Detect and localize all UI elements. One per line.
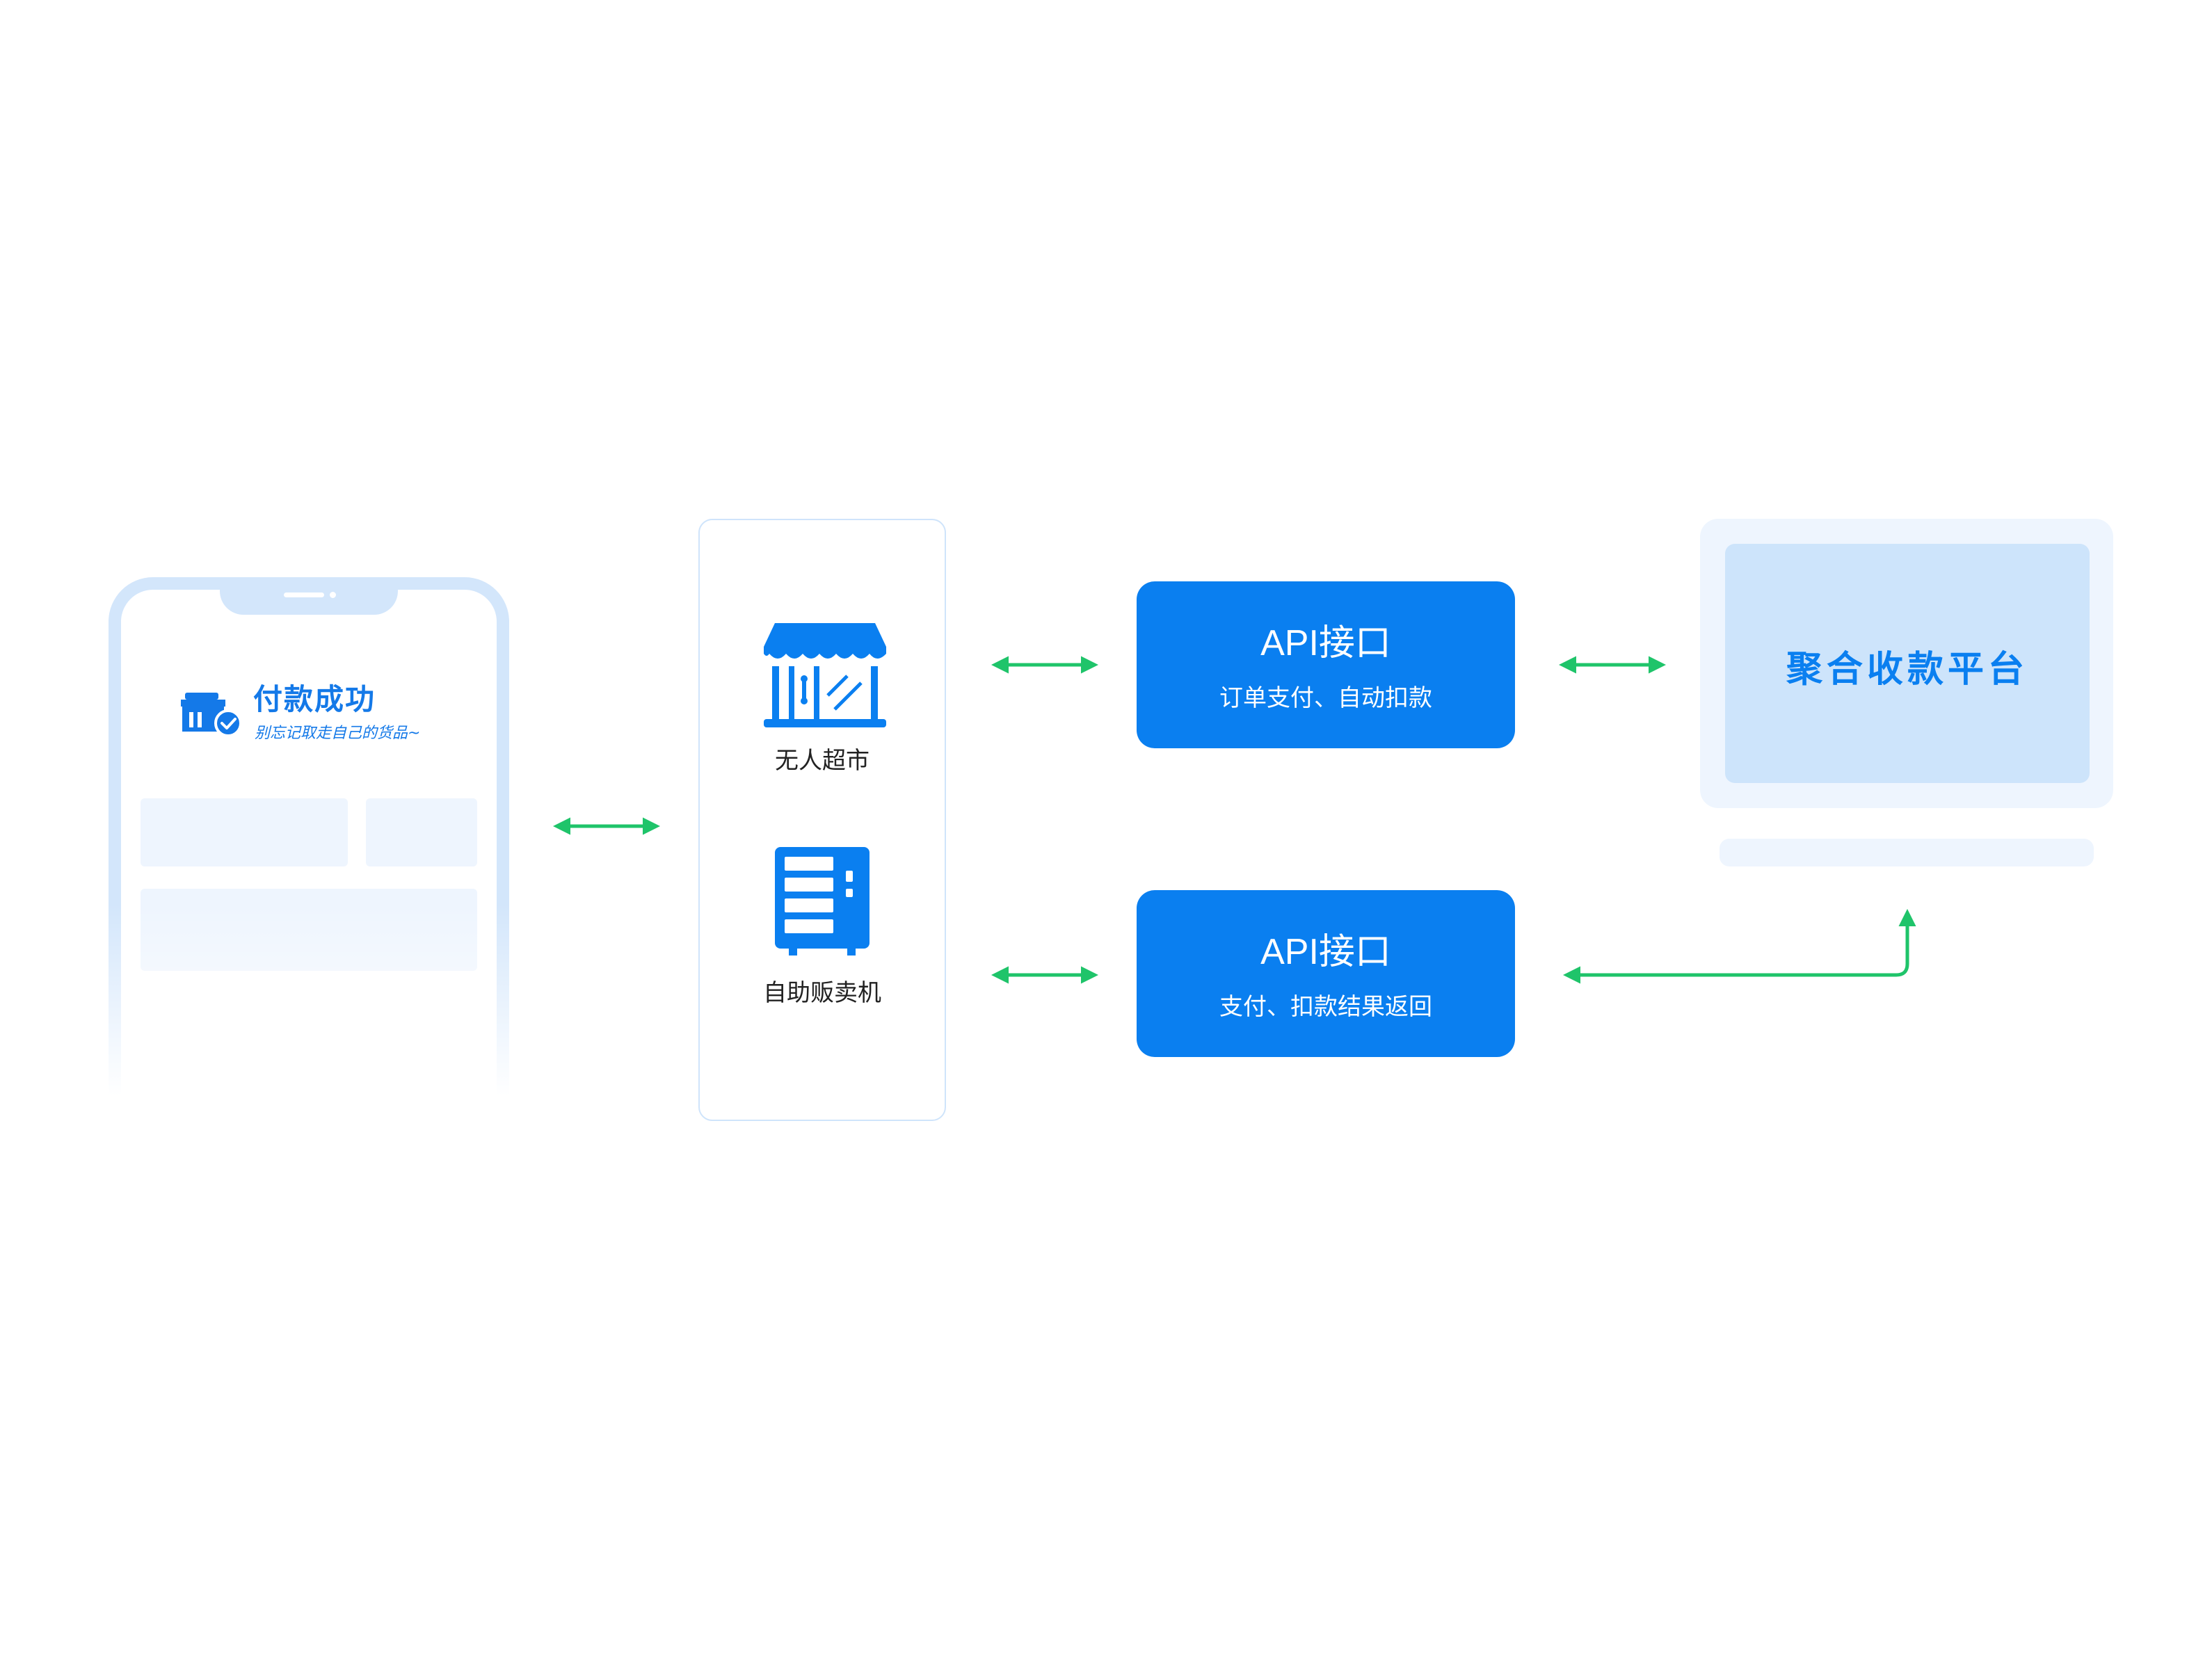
shop-check-icon (181, 693, 242, 737)
phone-camera (330, 592, 336, 598)
payment-success-title: 付款成功 (253, 682, 376, 716)
platform-screen (1725, 544, 2090, 783)
channel-panel (698, 519, 946, 1121)
store-label: 无人超市 (775, 747, 869, 775)
phone-fade (97, 904, 522, 1113)
platform-stand (1720, 839, 2094, 866)
shop-icon (764, 623, 886, 727)
api-box-payment: API接口 订单支付、自动扣款 (1137, 581, 1515, 748)
placeholder-block (141, 798, 348, 866)
api-box-subtitle: 支付、扣款结果返回 (1219, 993, 1432, 1021)
api-box-subtitle: 订单支付、自动扣款 (1219, 684, 1432, 712)
api-box-title: API接口 (1260, 623, 1391, 663)
vending-label: 自助贩卖机 (763, 979, 881, 1007)
placeholder-block (366, 798, 477, 866)
payment-success-subtitle: 别忘记取走自己的货品~ (255, 725, 421, 742)
arrow-platform-api-bottom (1563, 909, 1916, 984)
phone-speaker (284, 592, 324, 597)
platform-label: 聚合收款平台 (1786, 649, 2028, 691)
vending-machine-icon (775, 847, 869, 956)
api-box-result: API接口 支付、扣款结果返回 (1137, 890, 1515, 1057)
api-box-title: API接口 (1260, 932, 1391, 972)
